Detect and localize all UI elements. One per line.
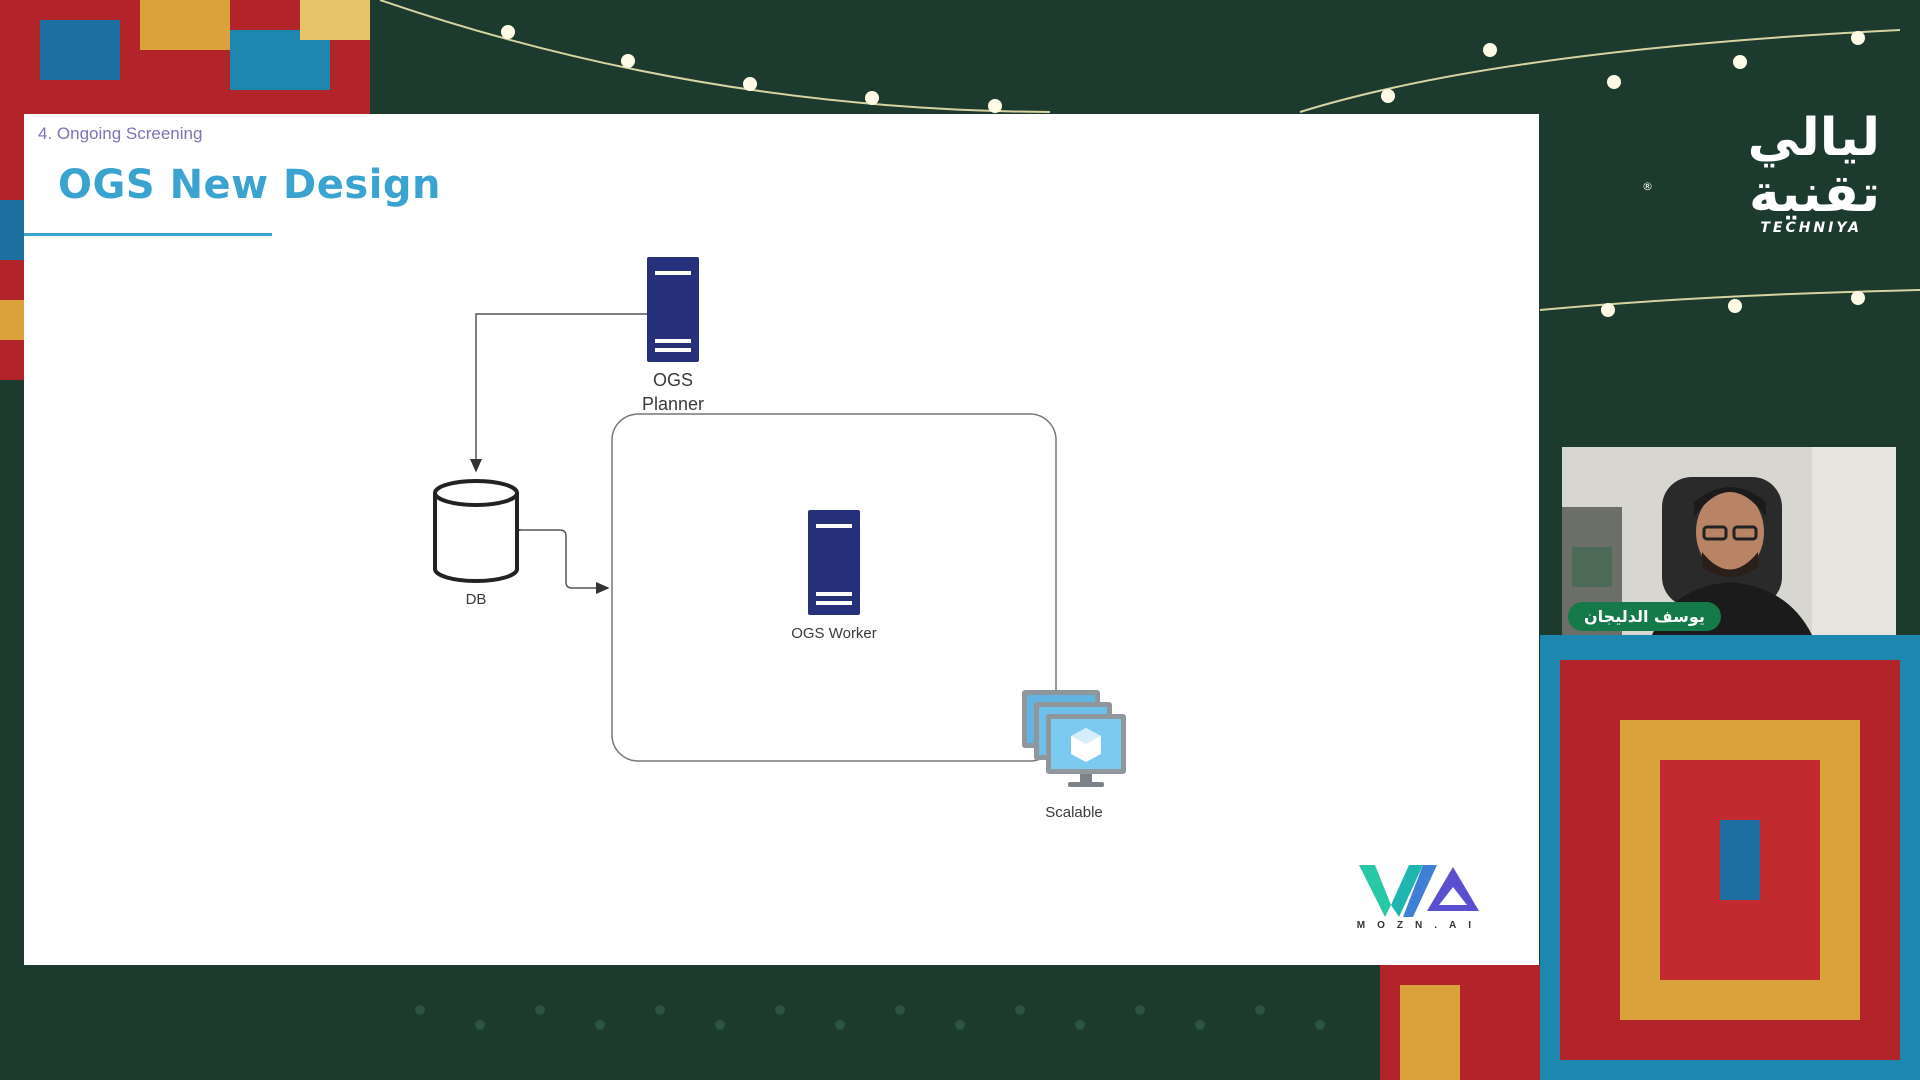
string-lights: [379, 0, 1920, 317]
worker-group-box: [611, 413, 1057, 762]
worker-label: OGS Worker: [791, 625, 877, 642]
virtual-machines-icon: [1022, 690, 1126, 787]
presenter-webcam: يوسف الدليجان: [1562, 447, 1896, 635]
scalable-label: Scalable: [1045, 804, 1103, 821]
db-label: DB: [466, 591, 487, 608]
server-icon: [808, 510, 860, 615]
presentation-slide: 4. Ongoing Screening OGS New Design OGS …: [24, 114, 1539, 965]
mosaic-bottom-right: [1380, 635, 1920, 1080]
brand-arabic: ليالي تقنية: [1747, 108, 1880, 224]
slide-title: OGS New Design: [58, 162, 442, 208]
server-icon: [647, 257, 699, 362]
mozn-logo: [1359, 865, 1479, 917]
planner-db-connector: [470, 313, 647, 473]
mozn-logo-subtitle: MOZN.AI: [1356, 920, 1483, 931]
slide-section-label: 4. Ongoing Screening: [38, 124, 203, 143]
registered-mark: ®: [1642, 180, 1653, 193]
database-icon: [433, 479, 519, 583]
brand-english: TECHNIYA: [1760, 220, 1862, 236]
dot-pattern: [415, 1005, 1325, 1030]
architecture-diagram: OGS Planner DB OGS Worker: [433, 257, 1126, 821]
presenter-name-tag: يوسف الدليجان: [1568, 602, 1721, 631]
planner-label-2: Planner: [642, 394, 704, 414]
techniya-logo: ® ليالي تقنية TECHNIYA: [1640, 110, 1880, 250]
db-worker-connector: [508, 524, 610, 594]
planner-label-1: OGS: [653, 370, 693, 390]
title-underline: [24, 233, 272, 236]
mosaic-top-left: [0, 0, 370, 380]
